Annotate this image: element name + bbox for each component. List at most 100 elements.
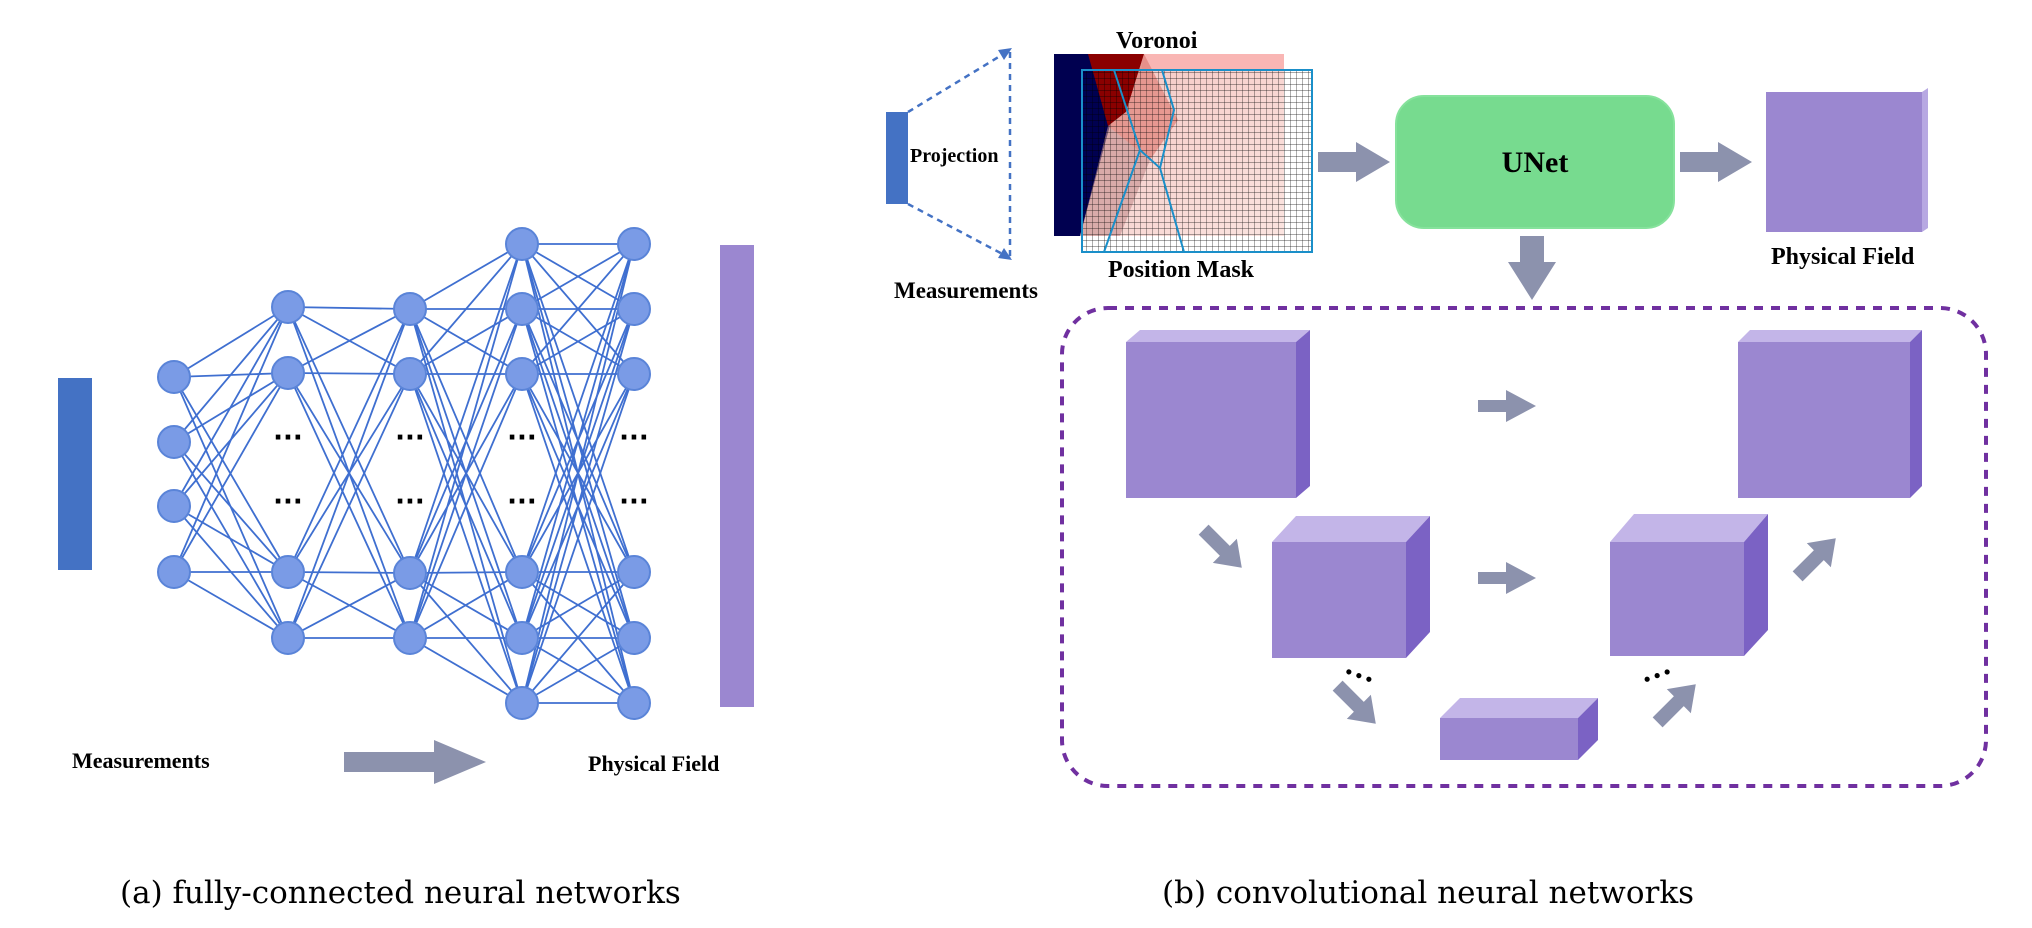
fc-connection: [521, 571, 635, 704]
fc-neuron: [617, 555, 651, 589]
unet-block: [1395, 95, 1675, 229]
fc-neuron: [617, 357, 651, 391]
arrow-from-unet-icon: [1680, 142, 1752, 182]
projection-label: Projection: [910, 145, 999, 167]
fc-connection: [409, 373, 523, 639]
fc-connection: [521, 637, 635, 704]
measurements-label-b: Measurements: [894, 278, 1038, 303]
fc-neuron: [505, 555, 539, 589]
fc-ellipsis: ···: [507, 487, 537, 517]
caption-a: (a) fully-connected neural networks: [120, 875, 681, 911]
fc-connection: [287, 373, 411, 639]
fc-connection: [521, 243, 635, 310]
fc-neuron: [271, 356, 305, 390]
fc-neuron: [157, 425, 191, 459]
fc-connection: [409, 243, 523, 375]
projection-arrowhead-top-icon: [998, 48, 1012, 60]
fc-connection: [287, 308, 411, 639]
fc-neuron: [505, 292, 539, 326]
fc-connection: [409, 308, 523, 639]
fc-neuron: [505, 621, 539, 655]
fc-connection: [521, 243, 635, 704]
projection-line-bottom: [907, 202, 1011, 260]
fc-neuron: [157, 555, 191, 589]
fc-connection: [409, 637, 523, 704]
fc-ellipsis: ···: [273, 487, 303, 517]
fc-neuron: [157, 360, 191, 394]
fc-connection: [409, 243, 523, 574]
fc-neuron: [617, 227, 651, 261]
fc-connection: [173, 306, 289, 443]
fc-connection: [173, 306, 289, 507]
fc-neuron: [617, 621, 651, 655]
fc-connection: [409, 243, 523, 639]
physical-field-output-square: [1766, 88, 1928, 232]
fc-ellipsis: ···: [619, 423, 649, 453]
fc-neuron: [393, 357, 427, 391]
fc-neuron: [157, 489, 191, 523]
position-mask-grid: [1081, 69, 1313, 253]
decoder-block-2: [1610, 514, 1768, 656]
bottleneck-block: [1440, 698, 1598, 760]
fc-ellipsis: ···: [273, 423, 303, 453]
fc-ellipses: ························: [273, 423, 649, 517]
measurement-input-bar: [58, 378, 92, 570]
down-arrow-1-icon: [1198, 524, 1242, 568]
fc-ellipsis: ···: [619, 487, 649, 517]
voronoi-label: Voronoi: [1116, 28, 1198, 54]
fc-neuron: [505, 227, 539, 261]
fc-connection: [287, 571, 411, 574]
fc-neuron: [393, 621, 427, 655]
arrow-to-unet-icon: [1318, 142, 1390, 182]
fc-neuron: [617, 292, 651, 326]
position-mask-label: Position Mask: [1108, 257, 1255, 283]
fc-neuron: [505, 686, 539, 720]
fc-ellipsis: ···: [507, 423, 537, 453]
fc-connection: [173, 505, 289, 573]
fc-neuron: [393, 292, 427, 326]
unet-label: UNet: [1502, 146, 1569, 179]
skip-arrow-top-icon: [1478, 390, 1536, 422]
fc-connection: [173, 441, 289, 573]
up-arrow-1-icon: [1652, 684, 1696, 728]
fc-connection: [409, 308, 523, 375]
fc-neuron: [271, 290, 305, 324]
fc-connection: [521, 243, 635, 639]
arrow-down-expand-icon: [1508, 236, 1556, 300]
fc-connection: [173, 306, 289, 378]
skip-arrow-middle-icon: [1478, 562, 1536, 594]
fc-connection: [287, 372, 411, 375]
fc-connection: [287, 306, 411, 310]
measurements-label-a: Measurements: [72, 748, 210, 773]
fc-neuron: [617, 686, 651, 720]
fc-neuron: [271, 555, 305, 589]
down-arrow-2-icon: [1332, 680, 1376, 724]
flow-arrow-icon: [344, 740, 486, 784]
fc-connection: [287, 572, 411, 639]
encoder-block-2: [1272, 516, 1430, 658]
fc-connection: [521, 243, 635, 573]
fc-connection: [173, 571, 289, 639]
physical-field-output-bar: [720, 245, 754, 707]
fc-connection: [287, 308, 411, 374]
fc-connection: [521, 308, 635, 704]
fc-connection: [521, 373, 635, 704]
physical-field-label-a: Physical Field: [588, 751, 719, 776]
panel-a: ························ Measurements Ph…: [58, 227, 754, 911]
fc-connection: [173, 376, 289, 573]
fc-neuron: [505, 357, 539, 391]
decoder-block-1: [1738, 330, 1922, 498]
measurement-input-bar-b: [886, 112, 908, 204]
fc-connection: [521, 243, 635, 375]
fc-neuron: [271, 621, 305, 655]
fc-connection: [409, 373, 523, 704]
fc-connection: [409, 243, 523, 310]
fc-connection: [287, 308, 411, 573]
unet-detail-dashed-border: [1060, 306, 1988, 788]
projection-line-top: [907, 48, 1011, 114]
encoder-block-1: [1126, 330, 1310, 498]
fc-connection: [409, 571, 523, 639]
fc-connection: [173, 306, 289, 573]
fc-neuron: [393, 556, 427, 590]
